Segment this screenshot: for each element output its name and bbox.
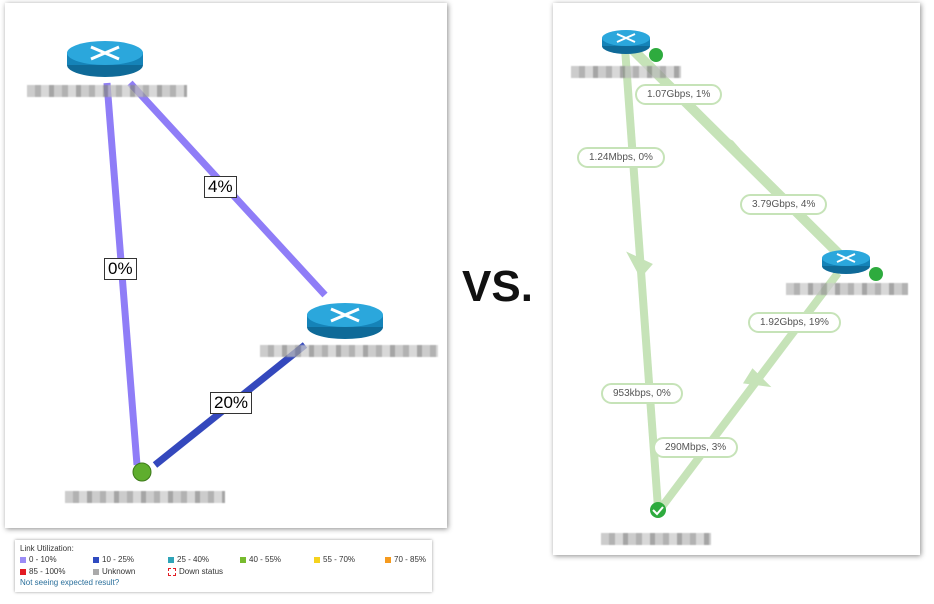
legend-item: 55 - 70%	[314, 555, 355, 564]
status-ok-icon	[869, 267, 883, 281]
link-label: 1.07Gbps, 1%	[635, 84, 723, 105]
node-name-blurred	[786, 283, 908, 295]
arrow-icon	[626, 251, 653, 279]
help-link[interactable]: Not seeing expected result?	[20, 578, 120, 587]
legend-swatch	[314, 556, 320, 563]
legend-item: 0 - 10%	[20, 555, 57, 564]
legend-swatch	[168, 567, 176, 576]
arrow-icon	[719, 135, 741, 154]
legend-item: 85 - 100%	[20, 567, 65, 576]
left-topology-svg	[67, 41, 383, 482]
legend-item: 25 - 40%	[168, 555, 209, 564]
legend-swatch	[240, 556, 246, 563]
legend-label: 70 - 85%	[394, 555, 427, 564]
legend-label: 25 - 40%	[177, 555, 210, 564]
router-icon[interactable]	[307, 303, 383, 339]
right-topology-panel: 1.07Gbps, 1% 1.24Mbps, 0% 3.79Gbps, 4% 1…	[553, 3, 920, 555]
legend-item: 10 - 25%	[93, 555, 134, 564]
link-label: 3.79Gbps, 4%	[740, 194, 828, 215]
router-icon[interactable]	[602, 30, 650, 54]
legend-label: 85 - 100%	[29, 567, 66, 576]
legend-swatch	[20, 568, 26, 575]
node-name-blurred	[65, 491, 225, 503]
node-name-blurred	[571, 66, 681, 78]
link-top-bottom[interactable]	[621, 47, 662, 509]
legend-label: 10 - 25%	[102, 555, 135, 564]
node-icon[interactable]	[132, 462, 152, 482]
link-label: 1.92Gbps, 19%	[748, 312, 841, 333]
link-utilization-legend: Link Utilization: 0 - 10% 10 - 25% 25 - 40…	[15, 540, 432, 592]
link-label: 290Mbps, 3%	[653, 437, 739, 458]
left-topology-panel: 4% 0% 20%	[5, 3, 447, 528]
legend-item: Unknown	[93, 567, 135, 576]
legend-item: 40 - 55%	[240, 555, 281, 564]
legend-item: Down status	[168, 567, 223, 576]
router-icon[interactable]	[67, 41, 143, 77]
legend-label: Down status	[179, 567, 224, 576]
link-label: 20%	[210, 392, 253, 414]
legend-swatch	[385, 556, 391, 563]
link-label: 0%	[104, 258, 137, 280]
link-top-mid[interactable]	[627, 44, 847, 262]
legend-label: 0 - 10%	[29, 555, 57, 564]
router-icon[interactable]	[822, 250, 870, 274]
link-bottom-mid[interactable]	[657, 270, 842, 511]
legend-swatch	[93, 556, 99, 563]
legend-item: 70 - 85%	[385, 555, 426, 564]
node-name-blurred	[601, 533, 711, 545]
node-name-blurred	[27, 85, 187, 97]
link-label: 953kbps, 0%	[601, 383, 683, 404]
status-ok-icon	[649, 48, 663, 62]
arrow-icon	[742, 368, 772, 388]
legend-swatch	[168, 556, 174, 563]
legend-label: 40 - 55%	[249, 555, 282, 564]
status-ok-icon[interactable]	[650, 502, 666, 518]
legend-swatch	[93, 568, 99, 575]
vs-text: VS.	[462, 262, 533, 311]
node-name-blurred	[260, 345, 438, 357]
right-topology-svg	[602, 30, 883, 518]
legend-label: Unknown	[102, 567, 136, 576]
legend-swatch	[20, 556, 26, 563]
link-label: 1.24Mbps, 0%	[577, 147, 665, 168]
legend-title: Link Utilization:	[20, 544, 74, 553]
link-label: 4%	[204, 176, 237, 198]
legend-label: 55 - 70%	[323, 555, 356, 564]
